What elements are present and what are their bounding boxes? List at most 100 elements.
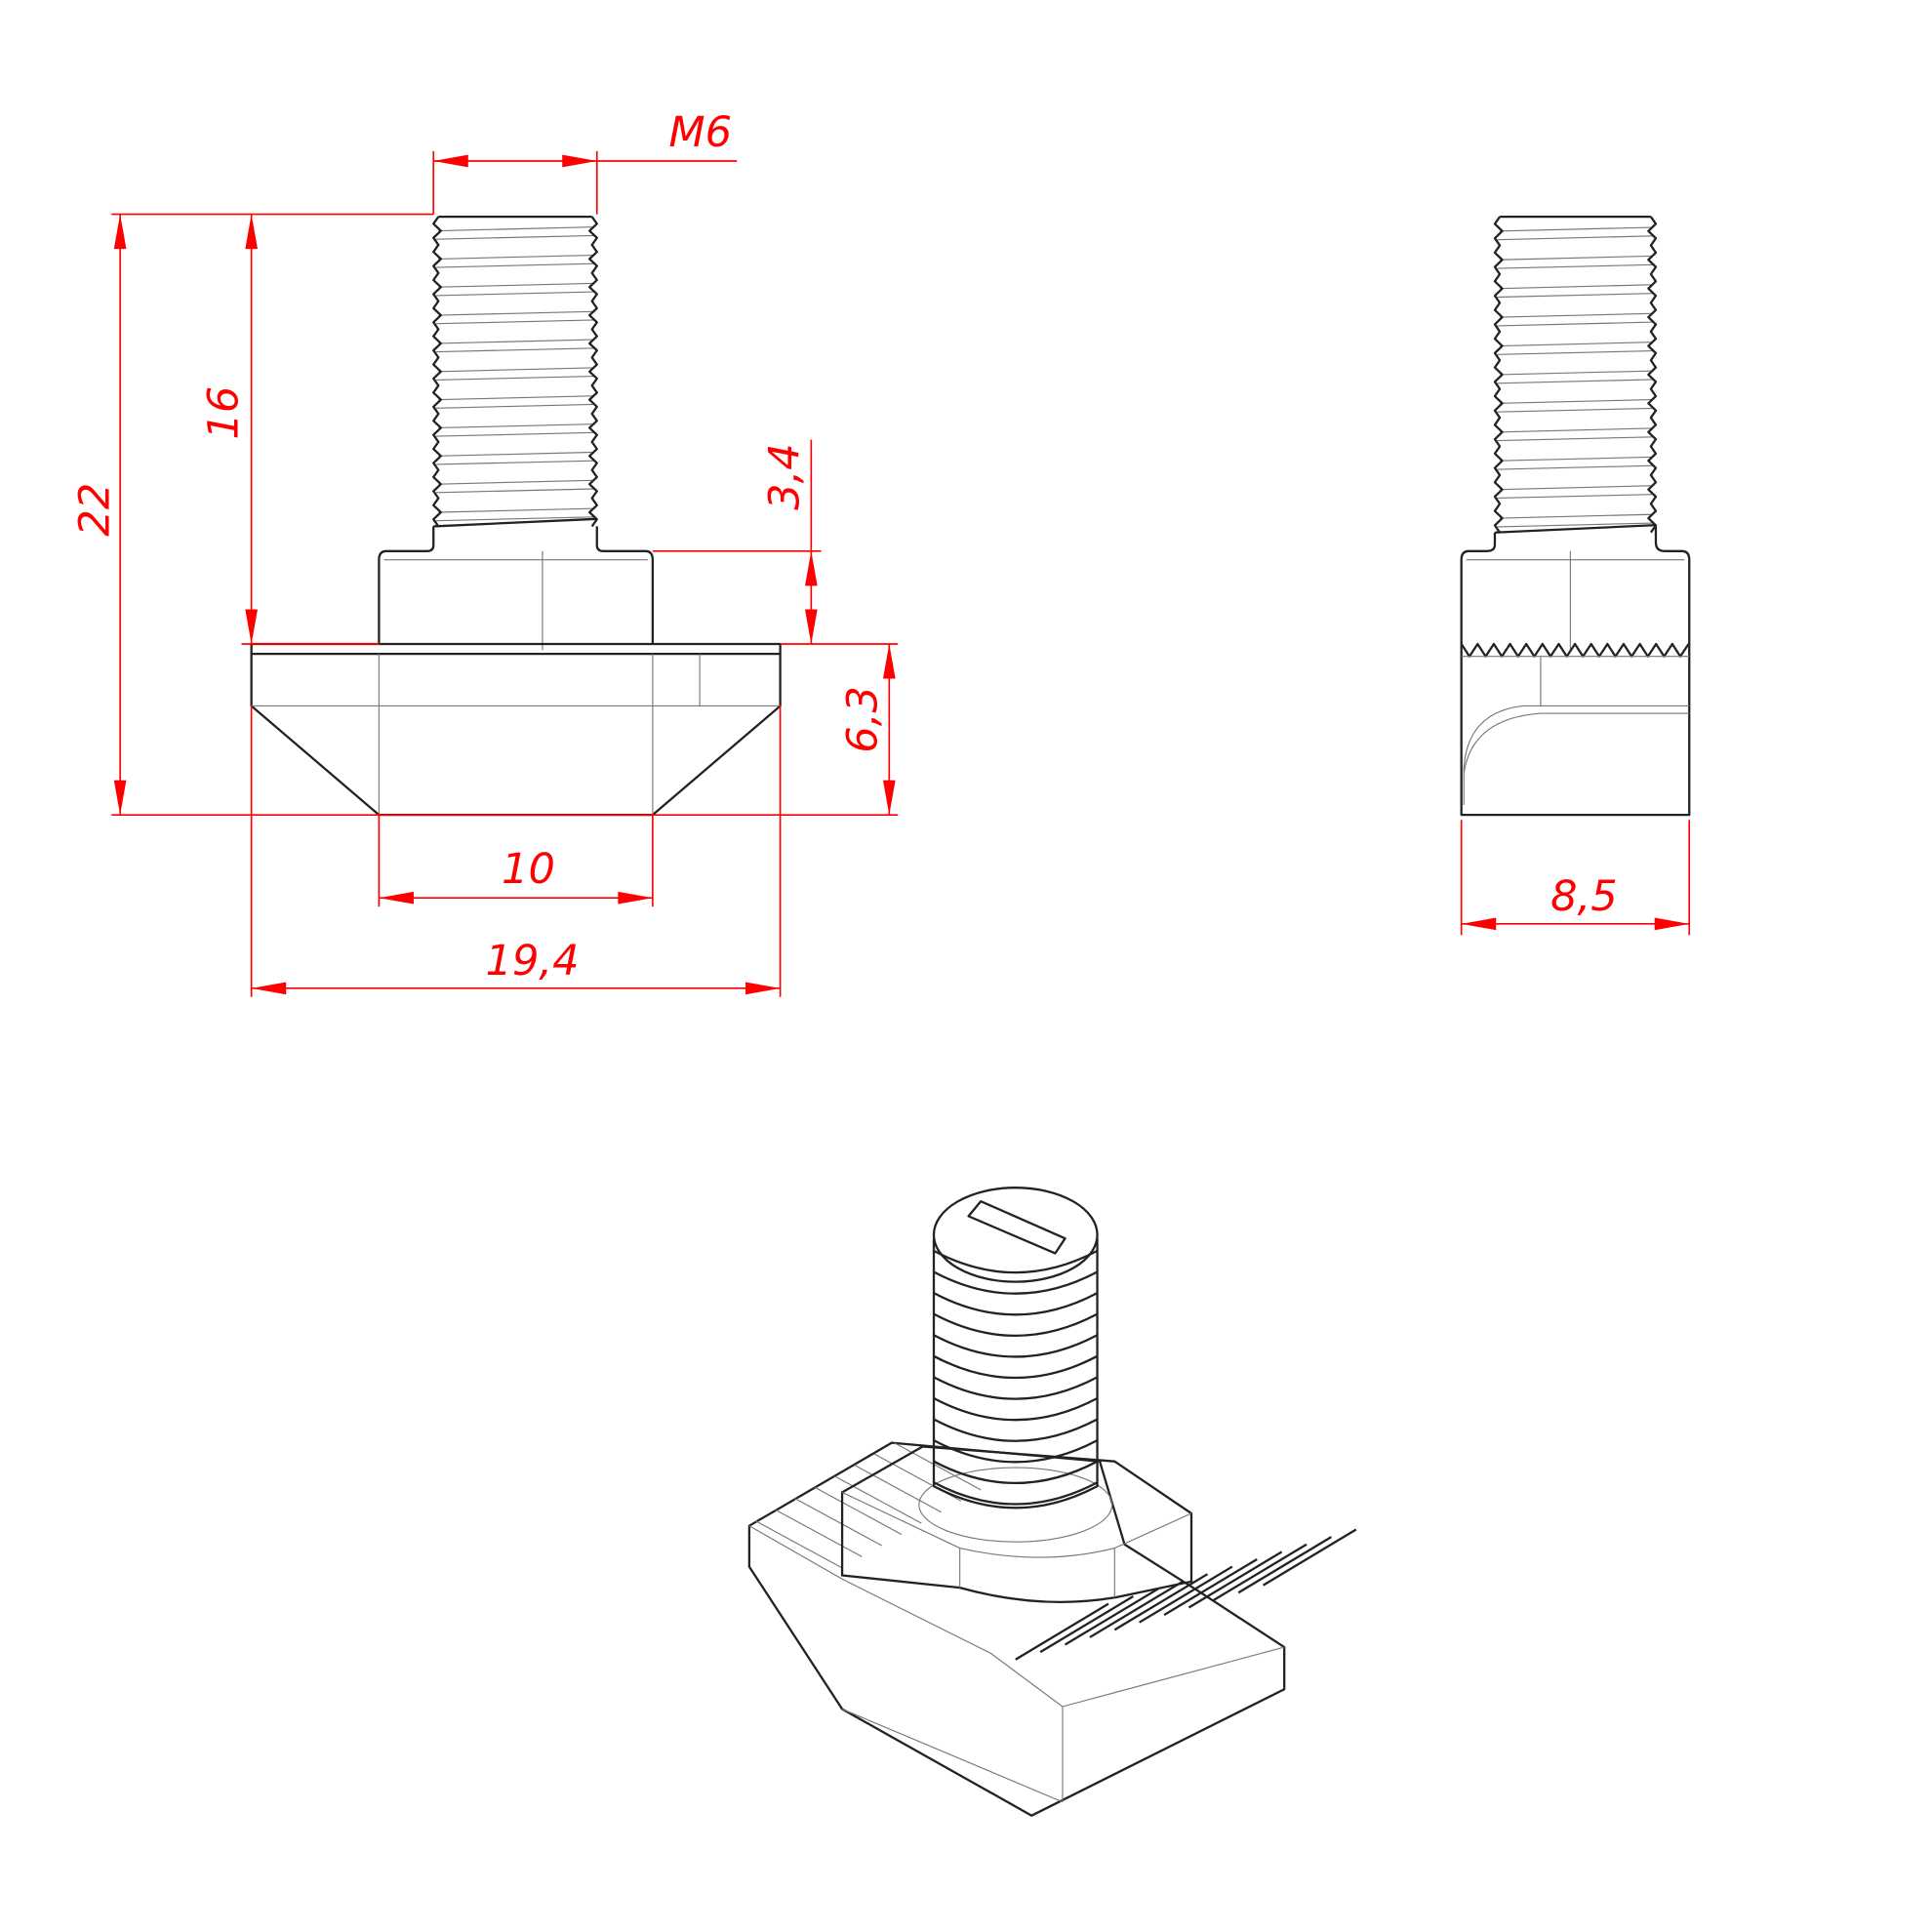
dim-collar-height-label: 3,4 xyxy=(761,443,810,510)
arrowhead xyxy=(245,214,258,250)
rib xyxy=(1187,1550,1283,1609)
thread-root xyxy=(435,347,595,353)
rib xyxy=(1213,1543,1308,1601)
thread-root xyxy=(435,262,595,268)
iso-thread-ring xyxy=(933,1396,1099,1422)
thread-root xyxy=(435,291,595,297)
thread-crest xyxy=(438,479,592,485)
arrowhead xyxy=(113,780,127,816)
rib xyxy=(854,1464,942,1513)
iso-thread-ring xyxy=(933,1439,1099,1464)
thread-edge-right xyxy=(1647,216,1658,534)
dim-thread-label: M6 xyxy=(668,108,732,157)
thread-crest xyxy=(1500,398,1651,404)
iso-thread-ring xyxy=(933,1354,1099,1380)
arrowhead xyxy=(245,609,258,644)
thread-end xyxy=(433,517,597,528)
thread-root xyxy=(1497,349,1654,355)
thread-crest xyxy=(1500,342,1651,347)
thread-root xyxy=(1497,321,1654,327)
arrowhead xyxy=(805,609,818,644)
iso-thread-ring xyxy=(933,1481,1099,1506)
arrowhead xyxy=(882,644,896,679)
dim-bottom-width-label: 10 xyxy=(502,845,555,894)
thread-root xyxy=(435,376,595,381)
thread-root xyxy=(435,516,595,522)
dimensions: M6 22 16 3,4 6,3 10 19,4 8,5 xyxy=(71,108,1691,997)
iso-thread-ring xyxy=(933,1334,1099,1358)
isometric-view xyxy=(747,1187,1357,1817)
rib xyxy=(1263,1528,1357,1587)
thread-crest xyxy=(1500,456,1651,462)
side-view xyxy=(1460,215,1691,817)
rib xyxy=(1039,1595,1134,1654)
thread-root xyxy=(1497,293,1654,299)
thread-root xyxy=(1497,407,1654,413)
thread-edge-left xyxy=(1493,216,1504,534)
thread-root xyxy=(1497,235,1654,241)
thread-crest xyxy=(438,310,592,316)
dim-base-height-label: 6,3 xyxy=(839,686,888,753)
rib xyxy=(1064,1588,1159,1646)
rib xyxy=(1237,1536,1333,1594)
thread-root xyxy=(1497,494,1654,500)
rib xyxy=(1089,1580,1184,1638)
thread-crest xyxy=(438,395,592,401)
iso-thread xyxy=(932,1238,1099,1509)
thread-root xyxy=(1497,436,1654,442)
rib xyxy=(1163,1557,1258,1617)
front-thread xyxy=(432,215,598,528)
thread-crest xyxy=(1500,427,1651,433)
iso-thread-ring xyxy=(933,1312,1099,1338)
rib xyxy=(1139,1565,1233,1624)
arrowhead xyxy=(433,154,468,168)
thread-root xyxy=(435,403,595,409)
thread-crest xyxy=(1500,370,1651,376)
thread-root xyxy=(1497,522,1654,528)
thread-edge-right xyxy=(588,216,598,528)
iso-thread-ring xyxy=(933,1249,1099,1274)
front-collar xyxy=(378,526,655,644)
arrowhead xyxy=(1461,917,1497,931)
thread-root xyxy=(1497,464,1654,470)
front-view xyxy=(250,215,782,817)
iso-thread-ring xyxy=(933,1292,1099,1316)
thread-root xyxy=(435,488,595,494)
thread-end xyxy=(1494,524,1657,534)
thread-crest xyxy=(438,255,592,260)
rib xyxy=(794,1498,882,1547)
thread-root xyxy=(1497,263,1654,269)
rib xyxy=(834,1475,922,1524)
thread-crest xyxy=(1500,284,1651,290)
thread-root xyxy=(435,234,595,240)
thread-root xyxy=(1497,379,1654,384)
thread-crest xyxy=(1500,312,1651,318)
iso-thread-ring xyxy=(933,1418,1099,1442)
thread-crest xyxy=(438,282,592,288)
dim-overall-width-label: 19,4 xyxy=(486,937,580,986)
thread-crest xyxy=(1500,485,1651,491)
rib xyxy=(1113,1573,1209,1631)
iso-thread-ring xyxy=(933,1460,1099,1485)
iso-thread-ring xyxy=(933,1376,1099,1400)
thread-crest xyxy=(438,226,592,232)
arrowhead xyxy=(113,214,127,250)
arrowhead xyxy=(1654,917,1690,931)
rib xyxy=(754,1520,843,1569)
arrowhead xyxy=(745,982,781,995)
thread-crest xyxy=(438,507,592,513)
thread-crest xyxy=(1500,513,1651,519)
arrowhead xyxy=(562,154,597,168)
thread-crest xyxy=(1500,226,1651,232)
front-base xyxy=(250,642,782,817)
thread-edge-left xyxy=(432,216,442,528)
arrowhead xyxy=(251,982,287,995)
thread-crest xyxy=(438,367,592,373)
thread-root xyxy=(435,431,595,437)
side-collar xyxy=(1460,526,1691,817)
rib xyxy=(1015,1602,1109,1661)
side-serrations xyxy=(1460,642,1690,658)
thread-root xyxy=(435,460,595,465)
